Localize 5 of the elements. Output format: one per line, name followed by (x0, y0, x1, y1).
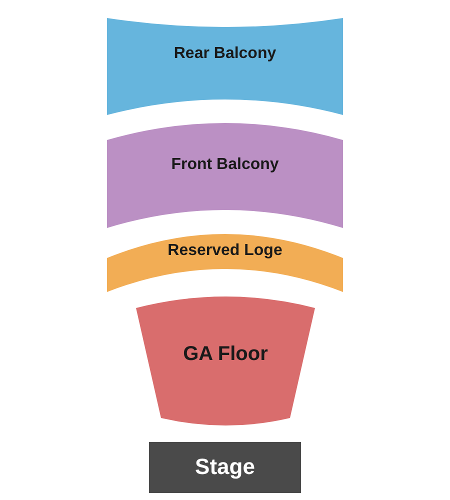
section-label: Reserved Loge (168, 242, 282, 260)
section-label: GA Floor (183, 343, 268, 366)
section-label: Rear Balcony (174, 45, 276, 63)
stage-label: Stage (195, 454, 255, 480)
section-label: Front Balcony (171, 156, 279, 174)
